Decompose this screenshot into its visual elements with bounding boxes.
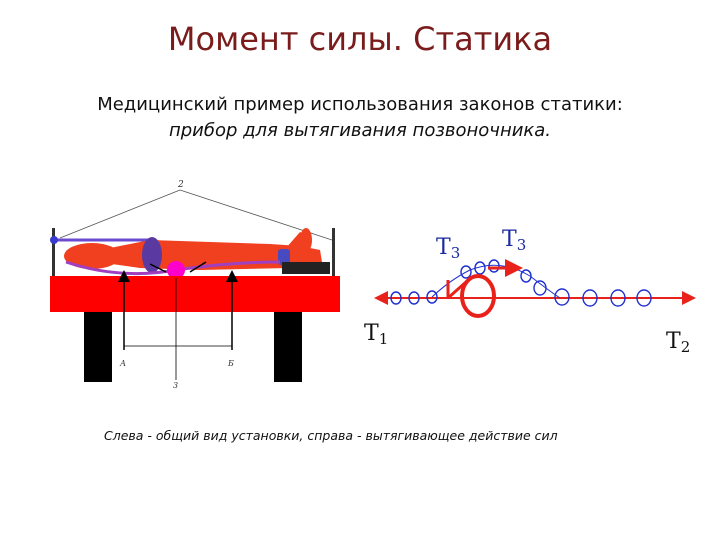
subtitle-line-2: прибор для вытягивания позвоночника. xyxy=(168,120,552,141)
label-t3-left: T3 xyxy=(436,235,460,262)
vertebra xyxy=(426,290,438,304)
subtitle-line-1: Медицинский пример использования законов… xyxy=(97,94,623,115)
label-t2: T2 xyxy=(666,329,690,356)
vertebra xyxy=(582,289,598,307)
arrow-t1 xyxy=(374,291,388,305)
vertebra xyxy=(554,288,570,306)
vertebra xyxy=(610,289,626,307)
vertebra xyxy=(488,259,500,273)
feet xyxy=(300,228,312,252)
left-figure: 2 А xyxy=(50,180,340,390)
spine-curve xyxy=(431,264,561,299)
strap-buckles xyxy=(149,261,207,273)
right-post xyxy=(332,228,335,280)
label-2: 2 xyxy=(177,180,184,190)
vertebrae xyxy=(390,259,652,307)
label-3: 3 xyxy=(173,381,178,390)
right-figure: T3 T3 T1 T2 xyxy=(364,227,696,356)
force-t3-left xyxy=(447,280,467,300)
shoulder-belt xyxy=(142,237,162,273)
head xyxy=(64,243,120,269)
arrow-t2 xyxy=(682,291,696,305)
vertebra xyxy=(636,289,652,307)
left-post xyxy=(52,228,55,280)
pulley-block xyxy=(282,262,330,274)
table-leg-left xyxy=(84,312,112,382)
ankle-cuff xyxy=(278,249,290,265)
figure-caption: Слева - общий вид установки, справа - вы… xyxy=(104,428,558,443)
label-b: Б xyxy=(227,359,234,368)
table-leg-right xyxy=(274,312,302,382)
support-point xyxy=(167,261,185,279)
dimension-line-2-left xyxy=(59,189,181,239)
slide-title: Момент силы. Статика xyxy=(167,20,553,58)
pelvis-loop xyxy=(460,274,496,318)
label-a: А xyxy=(119,359,126,368)
vertebra xyxy=(390,291,402,305)
vertebra xyxy=(460,265,472,279)
label-t3-right: T3 xyxy=(502,227,526,254)
label-t1: T1 xyxy=(364,321,388,348)
vertebra xyxy=(408,291,420,305)
table-top xyxy=(50,276,340,312)
rod-end-knob xyxy=(50,236,58,244)
